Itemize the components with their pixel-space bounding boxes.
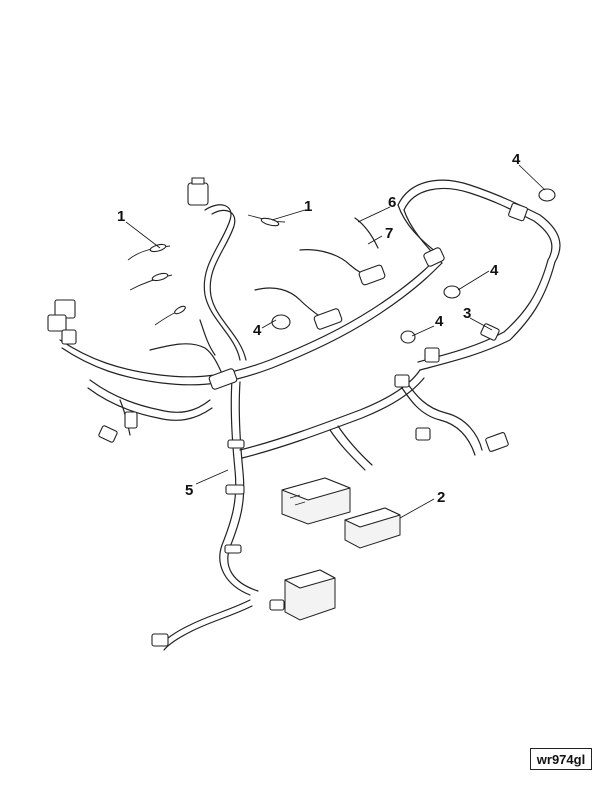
callout-1-left: 1 — [117, 208, 125, 225]
callout-4-right: 4 — [490, 262, 499, 279]
callout-1-right: 1 — [304, 198, 312, 215]
main-harness-trunk — [59, 179, 561, 651]
reference-code-box: wr974gl — [530, 748, 592, 770]
part-5-grommets — [224, 439, 285, 611]
part-4-clips — [271, 188, 556, 344]
callout-4-top-right: 4 — [512, 151, 521, 168]
part-2-module — [281, 477, 401, 621]
callout-leader-lines — [125, 164, 546, 519]
reference-code: wr974gl — [536, 751, 586, 767]
coil-branch-assemblies — [149, 217, 386, 390]
callout-5: 5 — [185, 482, 193, 499]
callout-6: 6 — [388, 194, 396, 211]
part-1-sensor-leads — [127, 214, 286, 326]
callout-7: 7 — [385, 225, 393, 242]
callout-2: 2 — [437, 489, 445, 506]
callout-4-left: 4 — [253, 322, 262, 339]
callout-3: 3 — [463, 305, 471, 322]
harness-connectors — [47, 177, 528, 647]
callout-4-centre: 4 — [435, 313, 444, 330]
